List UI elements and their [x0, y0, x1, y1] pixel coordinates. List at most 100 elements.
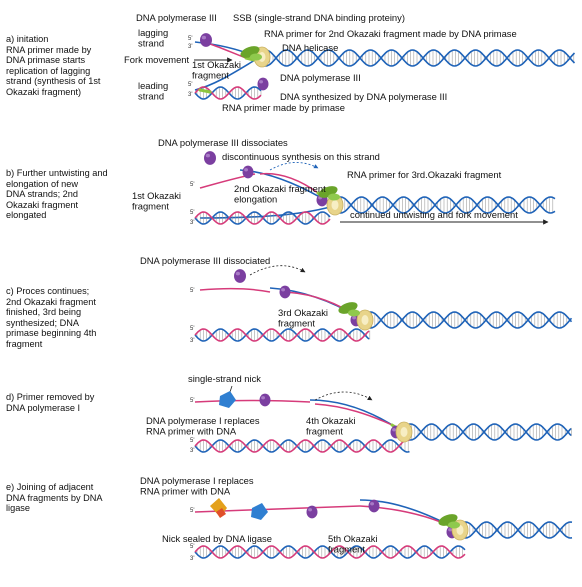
e-polymerase-next-icon [368, 499, 380, 513]
step-c-caption: c) Proces continues;2nd Okazaki fragment… [6, 286, 97, 349]
polymerase-highlight [370, 502, 375, 506]
parent-strand [399, 423, 572, 441]
polymerase-body [279, 285, 291, 299]
b-polymerase-lagging-icon [242, 165, 254, 179]
a-ssb-label: SSB (single-strand DNA binding proteiny) [233, 12, 405, 23]
a-polymerase-top-icon [200, 33, 212, 47]
polymerase-highlight [392, 428, 397, 432]
c-helicase-icon [356, 309, 374, 331]
a-primer-lead-label: RNA primer made by primase [222, 102, 345, 113]
five-prime-label: 5' [188, 82, 192, 88]
polymerase-body [242, 165, 254, 179]
new-strand [194, 86, 262, 100]
a-pol3-top-label: DNA polymerase III [136, 12, 217, 23]
d-parent-helix [399, 423, 572, 441]
b-okazaki-2 [259, 172, 319, 194]
three-prime-label: 3' [190, 448, 194, 454]
d-nick-label: single-strand nick [188, 373, 261, 384]
a-helicase-label: DNA helicase [282, 42, 338, 53]
template-strand [194, 545, 466, 559]
polymerase-highlight [308, 508, 313, 512]
polymerase-highlight [259, 80, 264, 84]
primase-lobe [328, 193, 340, 201]
template-strand [194, 439, 410, 453]
polymerase-highlight [352, 316, 357, 320]
b-primer3-label: RNA primer for 3rd.Okazaki fragment [347, 169, 502, 180]
polymerase-highlight [235, 271, 240, 276]
parent-strand [359, 311, 573, 329]
polymerase-highlight [261, 396, 266, 400]
d-recycle-arrow-icon [314, 391, 373, 401]
c-okazaki-2 [199, 287, 271, 293]
primase-lobe [348, 309, 360, 317]
template-strand [194, 328, 370, 342]
parent-strand [454, 521, 573, 539]
b-leading-daughter [194, 211, 331, 225]
e-leading-daughter [194, 545, 466, 559]
helicase-center [400, 427, 408, 437]
c-leading-daughter [194, 328, 371, 342]
d-okazaki-joined [194, 399, 311, 403]
five-prime-label: 5' [190, 508, 194, 514]
e-primase-icon [438, 514, 460, 529]
helicase-center [456, 525, 464, 535]
polymerase-highlight [205, 153, 210, 158]
d-polymerase-lagging-icon [259, 393, 271, 407]
panel-d-labels: single-strand nick DNA polymerase I repl… [146, 373, 356, 436]
b-dissoc-label: DNA polymerase III dissociates [158, 137, 288, 148]
parent-strand [254, 49, 576, 67]
five-prime-label: 5' [190, 544, 194, 550]
e-ligase-label: Nick sealed by DNA ligase [162, 533, 272, 544]
d-helicase-icon [395, 421, 413, 443]
d-leading-daughter [194, 439, 410, 453]
polymerase-body [204, 151, 216, 165]
panel-c-labels: DNA polymerase III dissociated 3rd Okaza… [140, 255, 328, 328]
five-prime-label: 5' [190, 326, 194, 332]
panel-b-labels: DNA polymerase III dissociates discontin… [132, 137, 549, 225]
ligase-core [216, 508, 226, 518]
three-prime-label: 3' [188, 44, 192, 50]
e-okazaki-joined [194, 505, 361, 513]
parent-strand [329, 196, 556, 214]
e-ligase-icon [210, 498, 227, 518]
five-prime-label: 5' [190, 398, 194, 404]
three-prime-label: 3' [190, 556, 194, 562]
three-prime-label: 3' [190, 338, 194, 344]
helicase-center [331, 200, 339, 210]
polymerase-body [200, 33, 212, 47]
d-okazaki-4 [314, 403, 393, 426]
b-discont-label: discontinuous synthesis on this strand [222, 151, 380, 162]
parent-strand [454, 521, 573, 539]
new-strand [194, 439, 410, 453]
c-recycle-arrow-icon [249, 265, 306, 276]
five-prime-label: 5' [190, 182, 194, 188]
b-untwist-label: continued untwisting and fork movement [350, 209, 518, 220]
a-polymerase-mid-icon [257, 77, 269, 91]
a-pol3-mid-label: DNA polymerase III [280, 72, 361, 83]
a-primer-lead [198, 88, 212, 94]
polymerase-body [306, 505, 318, 519]
template-strand [194, 86, 262, 100]
five-prime-label: 5' [190, 288, 194, 294]
five-prime-label: 5' [190, 210, 194, 216]
polymerase-body [368, 499, 380, 513]
new-strand [194, 545, 466, 559]
polymerase-body [257, 77, 269, 91]
a-parent-helix [254, 49, 576, 67]
primase-lobe [250, 53, 262, 61]
d-pol1-icon [219, 391, 236, 408]
primase-lobe [448, 521, 460, 529]
polymerase-highlight [281, 288, 286, 292]
